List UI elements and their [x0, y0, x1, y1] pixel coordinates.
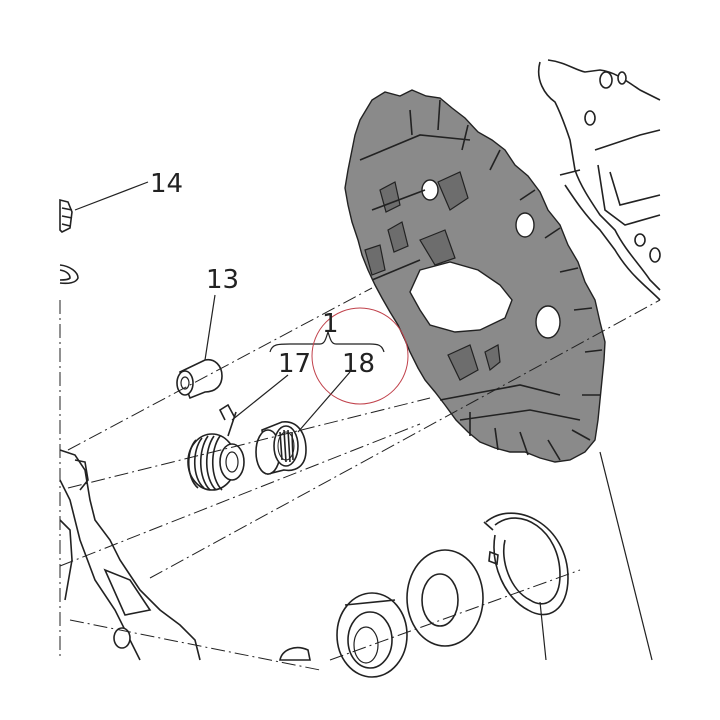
callout-18: 18: [342, 349, 375, 379]
left-housing: [59, 449, 201, 661]
callout-17: 17: [278, 349, 311, 379]
part-17-spring: [187, 403, 245, 491]
part-18-bearing: [255, 421, 307, 475]
part-13-sleeve: [176, 358, 223, 400]
housing-cover: [537, 59, 661, 301]
callout-1: 1: [322, 309, 339, 339]
tone-wheel-plate: [344, 89, 606, 463]
callout-leaders: [74, 181, 385, 433]
lower-washers: [279, 512, 569, 678]
highlight-circle: [311, 307, 409, 405]
callout-14: 14: [150, 169, 183, 199]
part-14-bolt: [59, 198, 79, 285]
leader-lines-right: [539, 451, 653, 661]
assembly-axes: [59, 287, 661, 671]
callout-13: 13: [206, 265, 239, 295]
